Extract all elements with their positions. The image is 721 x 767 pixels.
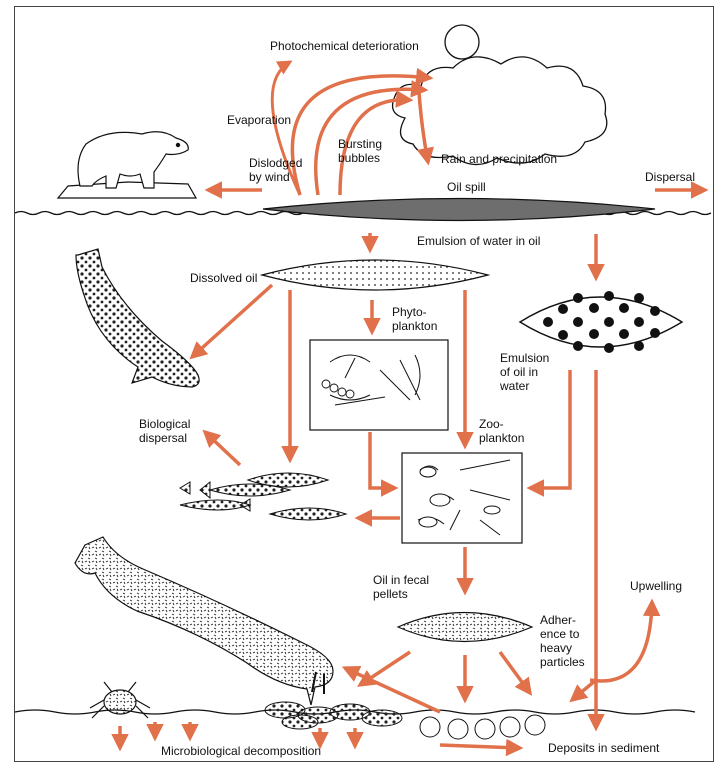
oil-slick: [263, 199, 655, 221]
plankton-icon: [310, 340, 448, 430]
label-zooplankton: Zoo- plankton: [479, 417, 524, 445]
plankton-icon: [402, 453, 522, 543]
label-biological-dispersal: Biological dispersal: [139, 417, 190, 445]
clam-icon: [265, 702, 402, 729]
fish-icon: [180, 473, 346, 520]
walrus-icon: [75, 537, 333, 705]
label-dissolved-oil: Dissolved oil: [190, 271, 257, 285]
polar-bear-icon: [58, 132, 196, 198]
sun-icon: [445, 25, 479, 59]
label-deposits-in-sediment: Deposits in sediment: [548, 741, 659, 755]
shell-icon: [420, 715, 545, 739]
label-dispersal: Dispersal: [645, 170, 695, 184]
label-fecal-pellets: Oil in fecal pellets: [373, 573, 429, 601]
label-emulsion-water-in-oil: Emulsion of water in oil: [417, 234, 540, 248]
label-phytoplankton: Phyto- plankton: [392, 305, 437, 333]
label-bursting-bubbles: Bursting bubbles: [338, 137, 382, 165]
label-microbiological-decomposition: Microbiological decomposition: [161, 744, 321, 758]
label-rain-precipitation: Rain and precipitation: [441, 152, 557, 166]
label-photochemical-deterioration: Photochemical deterioration: [270, 39, 419, 53]
label-dislodged-by-wind: Dislodged by wind: [249, 156, 302, 184]
label-evaporation: Evaporation: [227, 113, 291, 127]
dissolved-oil-lens: [262, 260, 488, 290]
label-emulsion-oil-in-water: Emulsion of oil in water: [500, 351, 549, 393]
label-adherence-heavy-particles: Adher- ence to heavy particles: [540, 613, 585, 669]
label-oil-spill: Oil spill: [447, 180, 486, 194]
fecal-pellet-lens: [398, 613, 532, 642]
seal-icon: [76, 249, 199, 387]
label-upwelling: Upwelling: [630, 579, 682, 593]
